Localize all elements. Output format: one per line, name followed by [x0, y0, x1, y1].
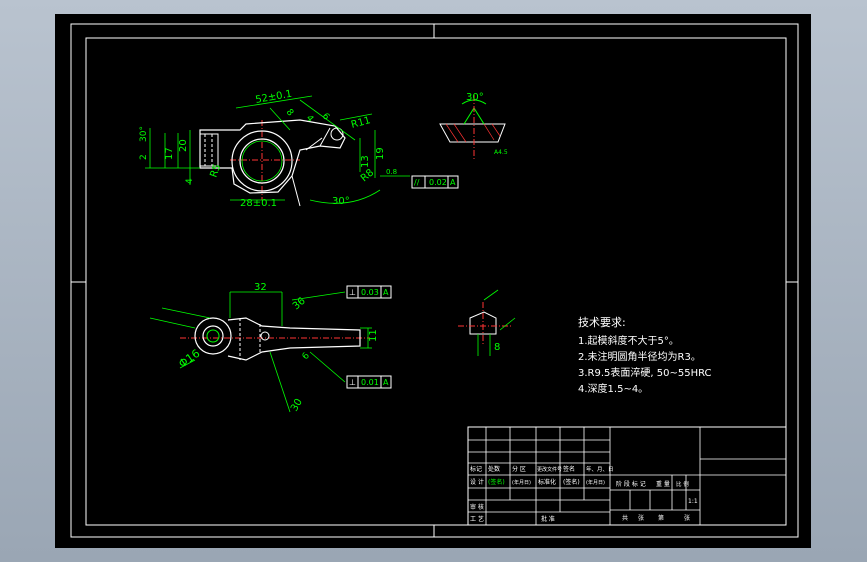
- tol-datum: A: [450, 178, 456, 187]
- detail-top-view: 30° A4.5: [439, 92, 508, 160]
- front-view: 52±0.1 28±0.1 2 30° 17 20 R5 4 19 R11 13…: [139, 89, 459, 209]
- title-block-grid: [468, 427, 786, 525]
- tb-design-0: 设 计: [470, 478, 484, 486]
- bottom-dim-lines: [149, 291, 372, 413]
- detail-label: A4.5: [494, 149, 508, 156]
- tb-scale: 1:1: [688, 498, 698, 505]
- tol-top-value: 0.03: [361, 288, 379, 297]
- tip-circle: [330, 127, 344, 141]
- tol-value: 0.02: [429, 178, 447, 187]
- bottom-dim-11: 11: [368, 329, 379, 342]
- tol-bottom-value: 0.01: [361, 378, 379, 387]
- technical-notes: 技术要求: 1.起模斜度不大于5°。 2.未注明圆角半径均为R3。 3.R9.5…: [578, 316, 712, 395]
- tb-header-3: 更改文件号: [537, 466, 562, 473]
- front-tolerance-frame: // 0.02 A: [411, 175, 459, 189]
- dim-28: 28±0.1: [240, 198, 277, 209]
- tol-bottom-datum: A: [383, 378, 389, 387]
- dim-6: 6: [320, 112, 332, 123]
- detail-body: [439, 123, 506, 143]
- dim-4: 4: [185, 178, 195, 184]
- bottom-arm: [227, 317, 361, 361]
- bottom-tolerance-top: ⊥ 0.03 A: [346, 285, 392, 299]
- notes-item-2: 2.未注明圆角半径均为R3。: [578, 350, 701, 363]
- detail-hatch: [445, 123, 501, 143]
- tb-header-5: 年、月、日: [586, 465, 614, 473]
- tol-top-datum: A: [383, 288, 389, 297]
- notes-item-1: 1.起模斜度不大于5°。: [578, 334, 679, 347]
- arm-detail: [291, 127, 331, 207]
- front-dim-lines: [145, 95, 410, 204]
- boss-block: [199, 133, 219, 167]
- tb-process: 工 艺: [470, 515, 484, 523]
- dim-30deg: 30°: [139, 126, 149, 142]
- bottom-hub-inner: [202, 325, 224, 347]
- tb-sheets-1: 张: [638, 514, 644, 522]
- title-block-frame: [467, 426, 787, 526]
- tb-stage-0: 阶 段 标 记: [616, 480, 646, 488]
- dim-13: 13: [360, 155, 371, 168]
- hub-inner: [239, 138, 285, 184]
- detail-small-view: 8: [458, 289, 516, 356]
- hub-outer: [231, 130, 293, 192]
- bottom-hub-outer: [194, 317, 232, 355]
- dim-4b: 4: [304, 114, 316, 125]
- bottom-tolerance-bottom: ⊥ 0.01 A: [346, 375, 392, 389]
- tb-design-4: (签名): [563, 478, 580, 486]
- tol-bottom-symbol: ⊥: [349, 378, 356, 387]
- bottom-view: 32 Φ16 36 11 30 6 ⊥ 0.03 A ⊥ 0.01 A: [149, 282, 392, 414]
- sheet-background: [55, 14, 811, 548]
- dim-r5: R5: [208, 163, 223, 179]
- tb-sheets-0: 共: [622, 514, 628, 522]
- tb-approve: 批 准: [541, 515, 555, 523]
- small-dim-lines: [477, 289, 516, 356]
- tol-symbol: //: [414, 178, 420, 187]
- dim-0-8: 0.8: [386, 168, 397, 176]
- bottom-small-hole: [260, 331, 270, 341]
- tb-design-3: 标准化: [538, 478, 556, 486]
- tb-sheets-3: 张: [684, 514, 690, 522]
- hub-bore: [241, 140, 283, 182]
- tb-header-4: 签名: [563, 465, 575, 473]
- tb-header-0: 标记: [470, 465, 482, 473]
- tb-header-2: 分 区: [512, 465, 526, 473]
- title-block: 标记 处数 分 区 更改文件号 签名 年、月、日 设 计 (签名) (年月日) …: [467, 426, 787, 526]
- dim-30deg-arc: 30°: [332, 196, 350, 207]
- tb-design-5: (年月日): [586, 479, 605, 486]
- detail-angle: 30°: [466, 92, 484, 103]
- tb-design-1: (签名): [488, 478, 505, 486]
- notes-item-4: 4.深度1.5~4。: [578, 382, 648, 395]
- notes-heading: 技术要求:: [578, 316, 626, 329]
- tb-review: 审 核: [470, 503, 484, 511]
- bottom-hub-bore: [206, 329, 220, 343]
- dim-17: 17: [164, 147, 175, 160]
- dim-r11: R11: [350, 115, 372, 131]
- tb-stage-1: 重 量: [656, 480, 670, 488]
- notes-item-3: 3.R9.5表面淬硬, 50~55HRC: [578, 366, 712, 379]
- bottom-dim-32: 32: [254, 282, 267, 293]
- tb-stage-2: 比 例: [676, 480, 689, 488]
- dim-8: 8: [284, 108, 296, 119]
- tol-top-symbol: ⊥: [349, 288, 356, 297]
- small-dim-8: 8: [494, 342, 500, 353]
- tb-design-2: (年月日): [512, 479, 531, 486]
- dim-19: 19: [375, 147, 386, 160]
- bottom-hidden: [239, 318, 261, 360]
- title-block-labels: 标记 处数 分 区 更改文件号 签名 年、月、日 设 计 (签名) (年月日) …: [470, 465, 698, 523]
- bottom-dim-6: 6: [301, 351, 313, 362]
- dim-2: 2: [139, 154, 149, 160]
- dim-20: 20: [178, 139, 189, 152]
- tb-header-1: 处数: [488, 465, 500, 473]
- tb-sheets-2: 第: [658, 514, 664, 522]
